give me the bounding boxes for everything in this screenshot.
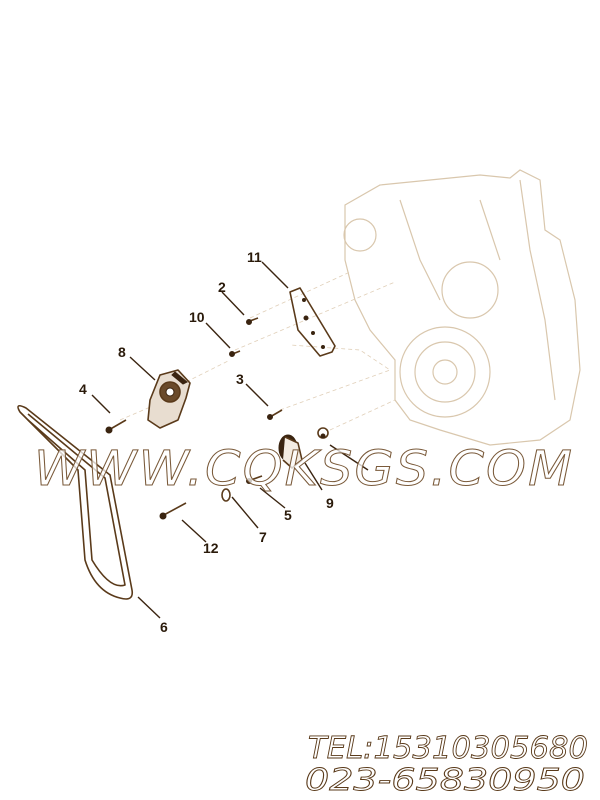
callout-4: 4 xyxy=(79,381,87,397)
drive-belt-part xyxy=(17,404,134,600)
belt-tensioner-part xyxy=(147,369,191,429)
callout-6: 6 xyxy=(160,619,168,635)
callout-7: 7 xyxy=(259,529,267,545)
bolt-4 xyxy=(105,419,127,434)
mounting-bracket-part xyxy=(289,287,336,357)
bolt-12 xyxy=(159,502,187,520)
callout-10: 10 xyxy=(189,309,205,325)
callout-3: 3 xyxy=(236,371,244,387)
engine-block xyxy=(343,169,581,446)
callout-8: 8 xyxy=(118,344,126,360)
watermark-text: WWW.CQKSGS.COM xyxy=(34,441,574,497)
bolt-3 xyxy=(267,409,283,420)
callout-2: 2 xyxy=(218,279,226,295)
callout-5: 5 xyxy=(284,507,292,523)
bolt-5 xyxy=(246,475,263,484)
bolt-10 xyxy=(229,350,241,357)
washer-7 xyxy=(221,488,231,502)
callout-12: 12 xyxy=(203,540,219,556)
contact-phone: 023-65830950 xyxy=(305,763,585,798)
contact-tel: TEL:15310305680 xyxy=(308,731,588,766)
spacer-part xyxy=(317,427,329,439)
idler-pulley-part xyxy=(278,434,303,469)
callout-9: 9 xyxy=(326,495,334,511)
callout-arrows xyxy=(91,261,369,619)
callout-11: 11 xyxy=(247,249,262,265)
bolt-2 xyxy=(246,317,259,325)
